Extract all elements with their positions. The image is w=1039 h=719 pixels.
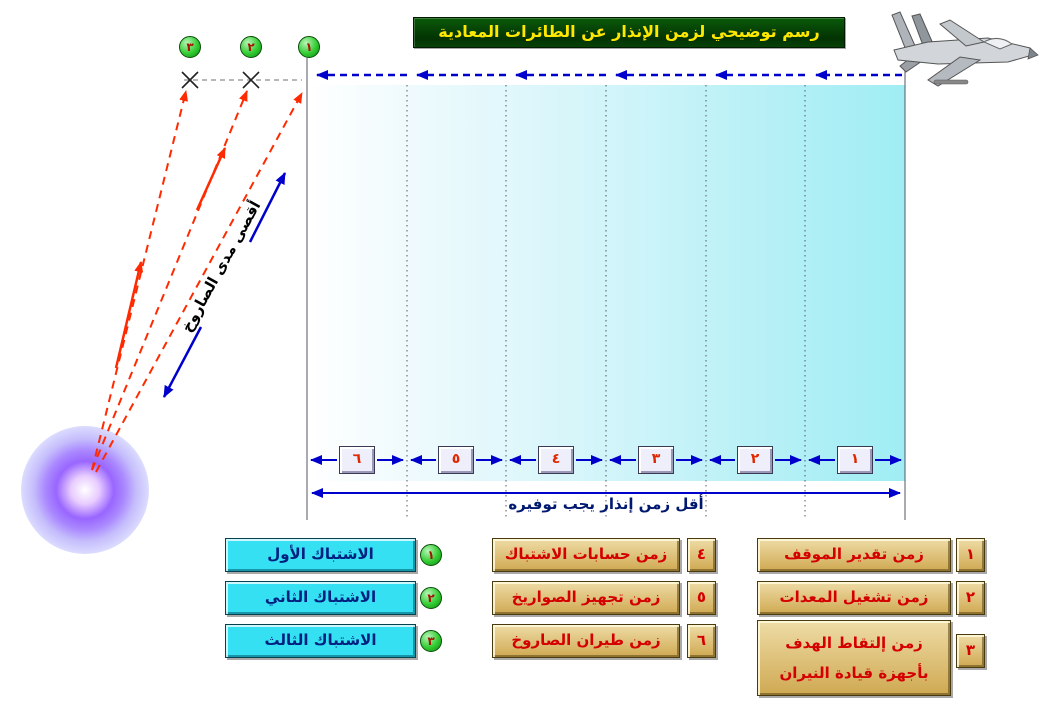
fighter-jet-icon bbox=[891, 11, 1039, 87]
warning-time-band bbox=[307, 85, 905, 481]
legend-time-step-5-number: ٥ bbox=[687, 581, 716, 615]
engagement-point-marker-3: ٣ bbox=[179, 36, 201, 58]
legend-time-step-2: زمن تشغيل المعدات bbox=[757, 581, 951, 615]
legend-engagement-1-marker: ١ bbox=[420, 544, 442, 566]
diagram-title: رسم توضيحي لزمن الإنذار عن الطائرات المع… bbox=[413, 17, 845, 48]
segment-box-6: ٦ bbox=[339, 446, 375, 474]
legend-time-step-5: زمن تجهيز الصواريخ bbox=[492, 581, 680, 615]
legend-time-step-1: زمن تقدير الموقف bbox=[757, 538, 951, 572]
legend-engagement-3-marker: ٣ bbox=[420, 630, 442, 652]
legend-time-step-2-number: ٢ bbox=[956, 581, 985, 615]
engagement-point-marker-1: ١ bbox=[298, 36, 320, 58]
min-warning-time-label: أقل زمن إنذار يجب توفيره bbox=[508, 495, 704, 513]
segment-box-4: ٤ bbox=[538, 446, 574, 474]
legend-engagement-3: الاشتباك الثالث bbox=[225, 624, 416, 658]
engagement-point-marker-2: ٢ bbox=[240, 36, 262, 58]
legend-time-step-1-number: ١ bbox=[956, 538, 985, 572]
segment-box-3: ٣ bbox=[638, 446, 674, 474]
missile-range-arrow bbox=[162, 172, 287, 398]
legend-time-step-4: زمن حسابات الاشتباك bbox=[492, 538, 680, 572]
segment-box-1: ١ bbox=[837, 446, 873, 474]
legend-engagement-1: الاشتباك الأول bbox=[225, 538, 416, 572]
segment-box-2: ٢ bbox=[737, 446, 773, 474]
miss-x-icon bbox=[181, 71, 302, 89]
segment-box-5: ٥ bbox=[438, 446, 474, 474]
legend-time-step-6-number: ٦ bbox=[687, 624, 716, 658]
legend-time-step-4-number: ٤ bbox=[687, 538, 716, 572]
segment-dividers bbox=[306, 58, 906, 520]
legend-engagement-2: الاشتباك الثاني bbox=[225, 581, 416, 615]
legend-time-step-3: زمن إلتقاط الهدف بأجهزة قيادة النيران bbox=[757, 620, 951, 696]
legend-time-step-3-number: ٣ bbox=[956, 634, 985, 668]
engagement-trajectories bbox=[91, 90, 303, 473]
legend-time-step-6: زمن طيران الصاروخ bbox=[492, 624, 680, 658]
launcher-blast-icon bbox=[21, 426, 149, 554]
legend-engagement-2-marker: ٢ bbox=[420, 587, 442, 609]
